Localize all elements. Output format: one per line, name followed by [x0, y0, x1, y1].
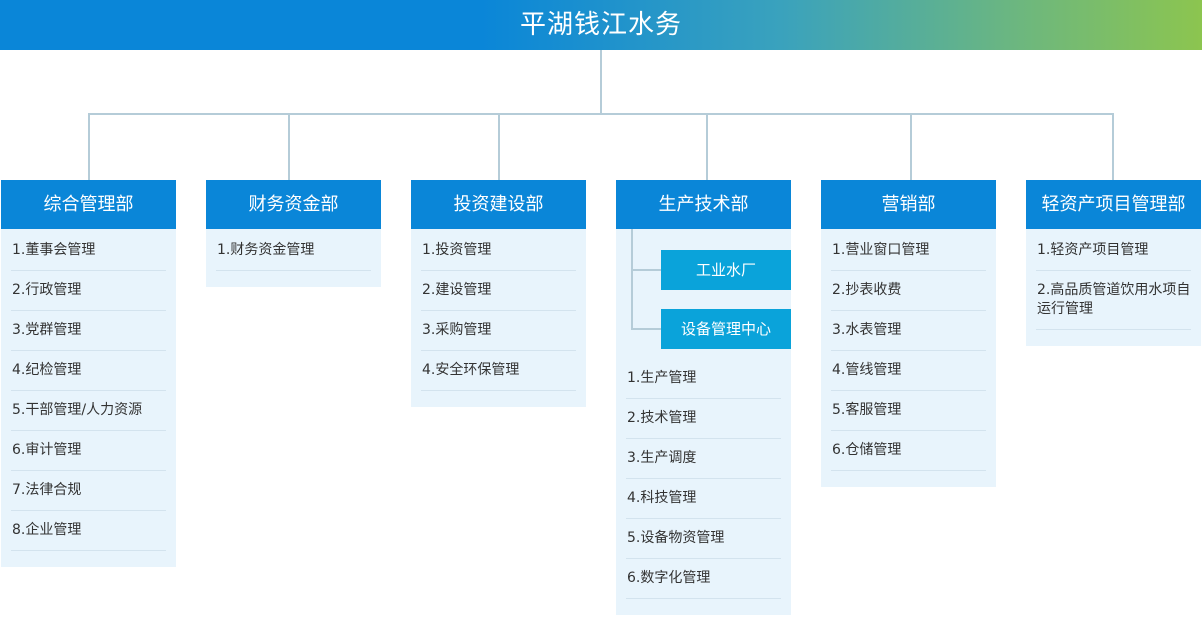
- subunit-group: 工业水厂 设备管理中心: [616, 229, 791, 357]
- dept-item: 2.建设管理: [421, 271, 576, 311]
- dept-item: 1.轻资产项目管理: [1036, 231, 1191, 271]
- dept-finance: 财务资金部 1.财务资金管理: [206, 180, 381, 287]
- dept-item: 4.纪检管理: [11, 351, 166, 391]
- dept-item: 6.数字化管理: [626, 559, 781, 599]
- dept-item: 3.采购管理: [421, 311, 576, 351]
- dept-item: 6.审计管理: [11, 431, 166, 471]
- dept-item: 6.仓储管理: [831, 431, 986, 471]
- dept-item-list: 1.生产管理 2.技术管理 3.生产调度 4.科技管理 5.设备物资管理 6.数…: [616, 357, 791, 615]
- dept-marketing: 营销部 1.营业窗口管理 2.抄表收费 3.水表管理 4.管线管理 5.客服管理…: [821, 180, 996, 487]
- dept-item: 2.行政管理: [11, 271, 166, 311]
- dept-header: 财务资金部: [206, 180, 381, 229]
- dept-general-management: 综合管理部 1.董事会管理 2.行政管理 3.党群管理 4.纪检管理 5.干部管…: [1, 180, 176, 567]
- subunit-industrial-water-plant: 工业水厂: [661, 250, 791, 290]
- dept-header: 轻资产项目管理部: [1026, 180, 1201, 229]
- dept-item: 3.生产调度: [626, 439, 781, 479]
- dept-header: 生产技术部: [616, 180, 791, 229]
- dept-item-list: 1.董事会管理 2.行政管理 3.党群管理 4.纪检管理 5.干部管理/人力资源…: [1, 229, 176, 567]
- dept-item: 2.技术管理: [626, 399, 781, 439]
- dept-item: 4.管线管理: [831, 351, 986, 391]
- dept-item-list: 1.财务资金管理: [206, 229, 381, 287]
- dept-item: 3.党群管理: [11, 311, 166, 351]
- dept-item: 2.抄表收费: [831, 271, 986, 311]
- subunit-equipment-center: 设备管理中心: [661, 309, 791, 349]
- org-title: 平湖钱江水务: [0, 0, 1202, 50]
- dept-item-list: 1.投资管理 2.建设管理 3.采购管理 4.安全环保管理: [411, 229, 586, 407]
- dept-item: 1.财务资金管理: [216, 231, 371, 271]
- dept-item: 4.科技管理: [626, 479, 781, 519]
- dept-production-technology: 生产技术部 工业水厂 设备管理中心 1.生产管理 2.技术管理 3.生产调度 4…: [616, 180, 791, 615]
- subunit-connectors: [631, 229, 661, 330]
- dept-item: 2.高品质管道饮用水项自运行管理: [1036, 271, 1191, 330]
- dept-item: 5.客服管理: [831, 391, 986, 431]
- dept-item: 5.设备物资管理: [626, 519, 781, 559]
- dept-item: 8.企业管理: [11, 511, 166, 551]
- dept-item: 4.安全环保管理: [421, 351, 576, 391]
- dept-investment-construction: 投资建设部 1.投资管理 2.建设管理 3.采购管理 4.安全环保管理: [411, 180, 586, 407]
- dept-item: 1.营业窗口管理: [831, 231, 986, 271]
- dept-header: 综合管理部: [1, 180, 176, 229]
- dept-header: 营销部: [821, 180, 996, 229]
- dept-header: 投资建设部: [411, 180, 586, 229]
- dept-item-list: 1.营业窗口管理 2.抄表收费 3.水表管理 4.管线管理 5.客服管理 6.仓…: [821, 229, 996, 487]
- dept-item: 7.法律合规: [11, 471, 166, 511]
- dept-item: 3.水表管理: [831, 311, 986, 351]
- dept-item-list: 1.轻资产项目管理 2.高品质管道饮用水项自运行管理: [1026, 229, 1201, 346]
- dept-item: 1.董事会管理: [11, 231, 166, 271]
- dept-item: 1.生产管理: [626, 359, 781, 399]
- dept-item: 5.干部管理/人力资源: [11, 391, 166, 431]
- dept-item: 1.投资管理: [421, 231, 576, 271]
- dept-light-asset-projects: 轻资产项目管理部 1.轻资产项目管理 2.高品质管道饮用水项自运行管理: [1026, 180, 1201, 346]
